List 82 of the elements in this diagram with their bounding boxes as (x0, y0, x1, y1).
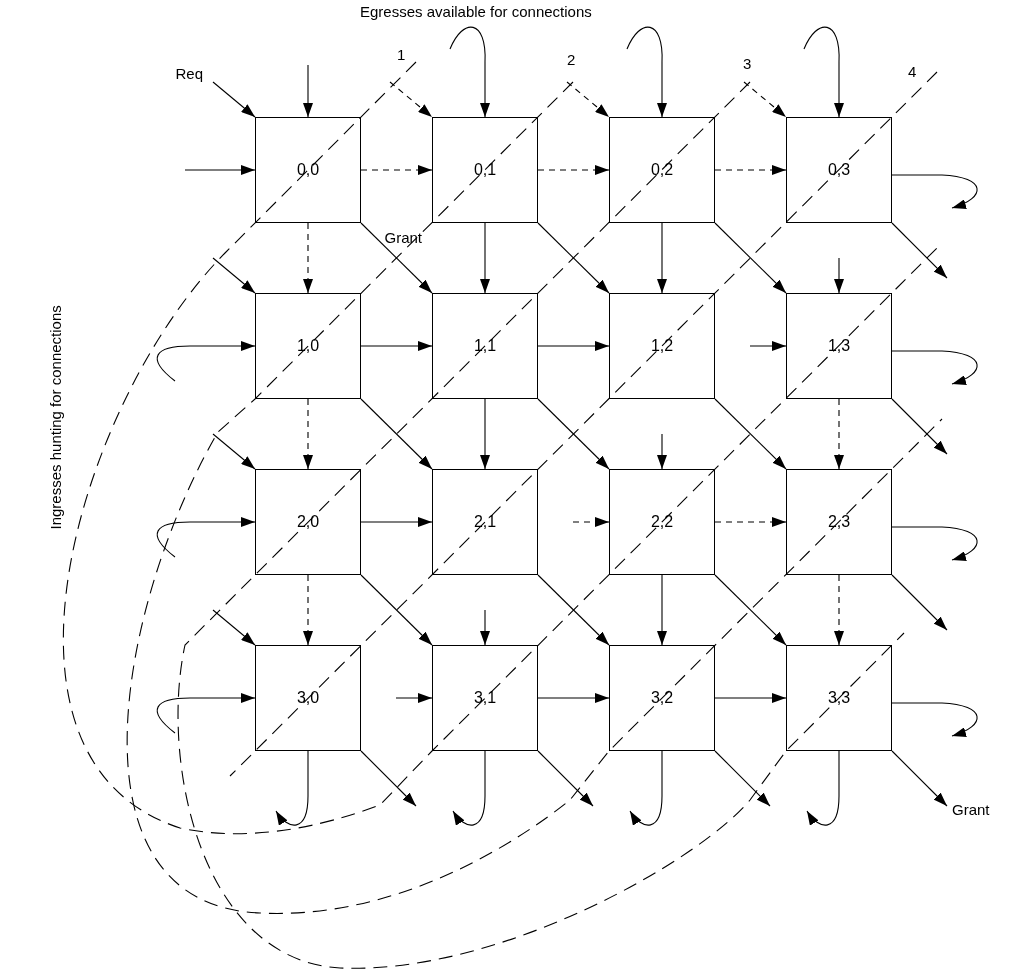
crosspoint-box: 0,1 (432, 117, 538, 223)
crosspoint-box: 0,0 (255, 117, 361, 223)
arrow (156, 517, 256, 558)
arrow (714, 398, 787, 470)
arrow (626, 26, 667, 118)
arrow (657, 433, 667, 470)
arrow (275, 750, 309, 826)
dashed-arrow (566, 81, 610, 118)
arrow (452, 750, 486, 826)
arrow (480, 222, 490, 294)
arrow (891, 174, 978, 209)
arrow (360, 750, 417, 807)
arrow (891, 702, 978, 737)
arrow (537, 222, 610, 294)
arrow (537, 341, 610, 351)
line-number: 4 (908, 64, 917, 79)
edge-label: Grant (384, 230, 422, 245)
arrow (480, 609, 490, 646)
arrow (184, 165, 256, 175)
heading: Egresses available for connections (360, 4, 592, 19)
crosspoint-box: 1,1 (432, 293, 538, 399)
crosspoint-box: 2,3 (786, 469, 892, 575)
arrow (714, 693, 787, 703)
arrow (395, 693, 433, 703)
dashed-arrow (303, 398, 313, 470)
arrow (212, 257, 256, 294)
arrow (714, 574, 787, 646)
line-number: 2 (567, 52, 576, 67)
arrow (629, 750, 663, 826)
arrow (657, 574, 667, 646)
arrow (480, 398, 490, 470)
crosspoint-box: 3,2 (609, 645, 715, 751)
arrow (360, 222, 433, 294)
crosspoint-box: 3,1 (432, 645, 538, 751)
arrow (303, 64, 313, 118)
arrow (834, 257, 844, 294)
arrow (212, 81, 256, 118)
arrow (803, 26, 844, 118)
arrow (360, 517, 433, 527)
arrow (360, 398, 433, 470)
arrow (891, 750, 948, 807)
arrow (449, 26, 490, 118)
dashed-arrow (389, 81, 433, 118)
crosspoint-box: 1,2 (609, 293, 715, 399)
arrow (537, 398, 610, 470)
dashed-arrow (743, 81, 787, 118)
arrow (891, 222, 948, 279)
dashed-arrow (572, 517, 610, 527)
arrow (891, 574, 948, 631)
arrow (891, 398, 948, 455)
arrow (749, 341, 787, 351)
crosspoint-box: 2,2 (609, 469, 715, 575)
arrow (537, 693, 610, 703)
arrow (360, 574, 433, 646)
arrow (156, 341, 256, 382)
dashed-arrow (537, 165, 610, 175)
dashed-arrow (303, 574, 313, 646)
arrow (537, 750, 594, 807)
line-number: 3 (743, 56, 752, 71)
dashed-arrow (714, 165, 787, 175)
dashed-arrow (360, 165, 433, 175)
arrow (891, 350, 978, 385)
edge-label: Grant (952, 802, 990, 817)
arrow (156, 693, 256, 734)
arrow (212, 609, 256, 646)
dashed-arrow (834, 574, 844, 646)
arrow (657, 222, 667, 294)
arrow (537, 574, 610, 646)
crosspoint-box: 0,2 (609, 117, 715, 223)
dashed-arrow (834, 398, 844, 470)
dashed-arrow (714, 517, 787, 527)
arrow (891, 526, 978, 561)
crosspoint-box: 2,1 (432, 469, 538, 575)
arrow (806, 750, 840, 826)
dashed-arrow (303, 222, 313, 294)
line-number: 1 (397, 47, 406, 62)
edge-label: Req (175, 66, 203, 81)
arrow (212, 433, 256, 470)
arrow (360, 341, 433, 351)
arrow (714, 750, 771, 807)
arrow (714, 222, 787, 294)
crosspoint-box: 1,0 (255, 293, 361, 399)
